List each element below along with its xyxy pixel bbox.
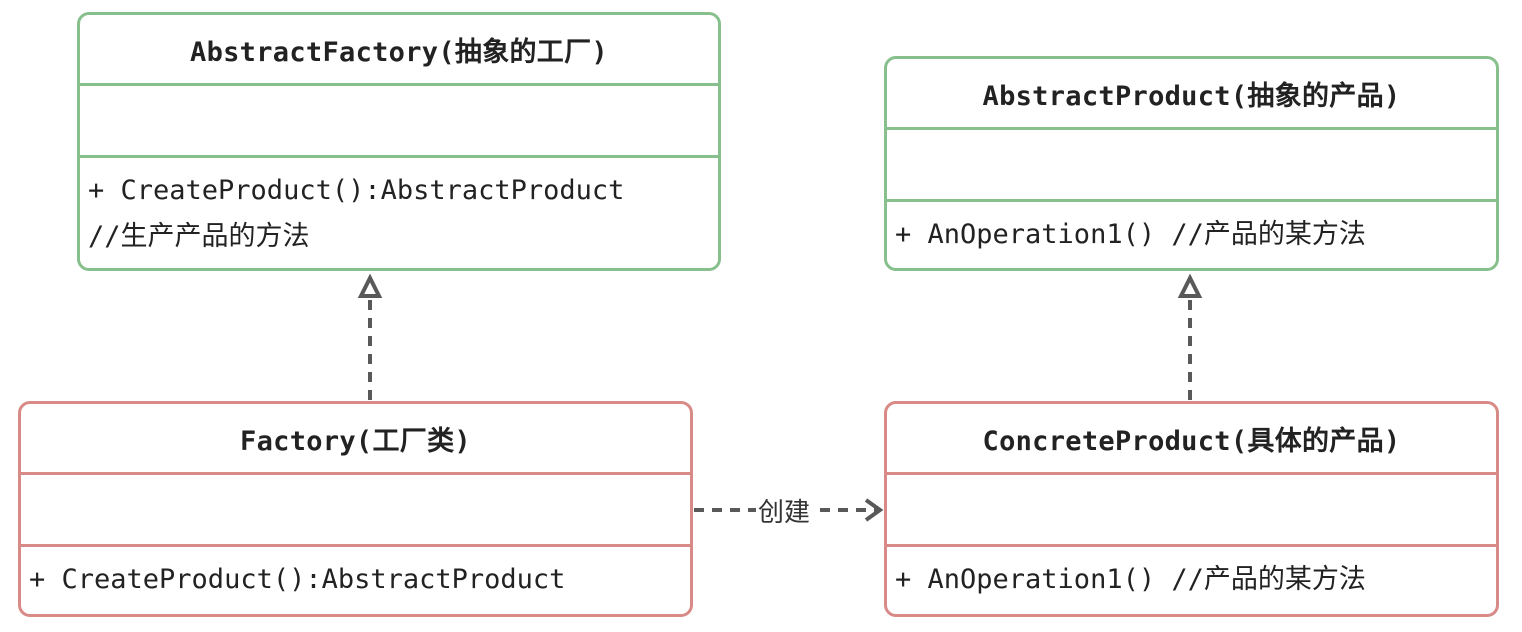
operation-line: + CreateProduct():AbstractProduct [29,564,566,595]
factory-class[interactable]: Factory(工厂类) + CreateProduct():AbstractP… [18,401,693,617]
class-operations: + CreateProduct():AbstractProduct //生产产品… [80,158,718,260]
hollow-triangle-arrowhead [357,273,383,298]
concrete-product-class[interactable]: ConcreteProduct(具体的产品) + AnOperation1() … [884,401,1499,617]
operation-line: + AnOperation1() //产品的某方法 [895,564,1366,595]
operation-line: + CreateProduct():AbstractProduct [88,175,625,206]
class-operations: + AnOperation1() //产品的某方法 [887,547,1496,603]
class-operations: + AnOperation1() //产品的某方法 [887,202,1496,258]
abstract-factory-class[interactable]: AbstractFactory(抽象的工厂) + CreateProduct()… [77,12,721,271]
class-attributes [887,475,1496,547]
operation-line: + AnOperation1() //产品的某方法 [895,219,1366,250]
class-operations: + CreateProduct():AbstractProduct [21,547,690,603]
class-title: Factory(工厂类) [21,404,690,475]
class-attributes [80,86,718,158]
open-arrowhead [864,498,884,522]
class-attributes [887,130,1496,202]
operation-comment: //生产产品的方法 [88,221,310,252]
class-title: AbstractProduct(抽象的产品) [887,59,1496,130]
abstract-product-class[interactable]: AbstractProduct(抽象的产品) + AnOperation1() … [884,56,1499,271]
hollow-triangle-arrowhead [1177,273,1203,298]
class-title: ConcreteProduct(具体的产品) [887,404,1496,475]
create-relation-label: 创建 [756,492,813,529]
class-title: AbstractFactory(抽象的工厂) [80,15,718,86]
class-attributes [21,475,690,547]
